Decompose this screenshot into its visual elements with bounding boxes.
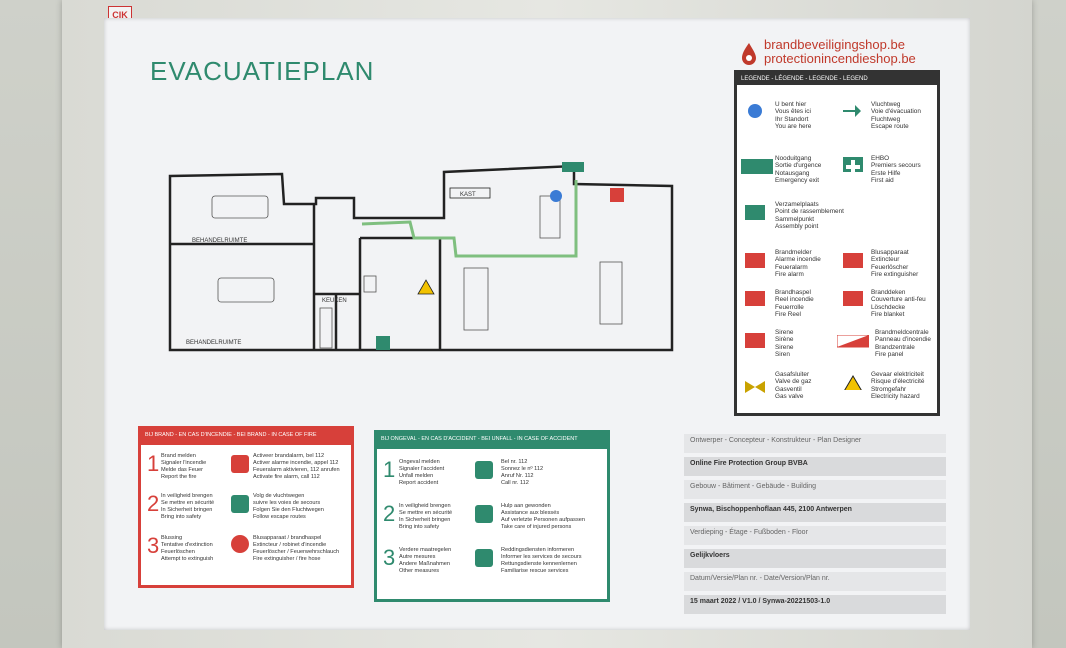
kitchen-counter: [319, 307, 333, 349]
brand-line-1: brandbeveiligingshop.be: [764, 37, 905, 52]
escape-route-arrow-icon: [843, 105, 861, 117]
info-building-value: Synwa, Bischoppenhoflaan 445, 2100 Antwe…: [684, 503, 946, 522]
fire-step-1-text: Brand melden Signaler l'incendie Melde d…: [161, 453, 207, 480]
fire-step-3-action: Blusapparaat / brandhaspel Extincteur / …: [253, 535, 340, 562]
emergency-exit-icon: [741, 159, 773, 174]
fire-blanket-icon: [843, 291, 863, 306]
plan-extinguisher-sign: [610, 188, 624, 202]
fire-step-3-text: Blussing Tentative d'extinction Feuerlös…: [161, 535, 214, 562]
assembly-point-icon: [745, 205, 765, 220]
legend-text-12: Gevaar elektriciteit Risque d'électricit…: [871, 371, 925, 401]
accident-step-1-action: Bel nr. 112 Sonnez le nº 112 Anruf Nr. 1…: [501, 459, 544, 486]
room-label-1: BEHANDELRUIMTE: [192, 238, 247, 244]
legend-text-3: EHBO Premiers secours Erste Hilfe First …: [871, 155, 921, 185]
info-floor-value: Gelijkvloers: [684, 549, 946, 568]
table-1: [463, 267, 489, 331]
legend-text-4: Verzamelplaats Point de rassemblement Sa…: [775, 201, 844, 231]
info-date-label: Datum/Versie/Plan nr. - Date/Version/Pla…: [684, 572, 946, 591]
accident-step-3-action: Reddingsdiensten informeren Informer les…: [501, 547, 582, 574]
fire-step-2-text: In veiligheid brengen Se mettre en sécur…: [161, 493, 215, 520]
fire-hose-reel-icon: [745, 291, 765, 306]
info-floor-label: Verdieping - Étage - Fußboden - Floor: [684, 526, 946, 545]
brand-line-2: protectionincendieshop.be: [764, 51, 916, 66]
legend-text-11: Gasafsluiter Valve de gaz Gasventil Gas …: [775, 371, 812, 401]
info-building-label: Gebouw - Bâtiment - Gebäude - Building: [684, 480, 946, 499]
plan-kast-box: [449, 187, 491, 199]
fire-step-3-number: 3: [147, 533, 160, 558]
plan-first-aid-sign: [376, 336, 390, 350]
fire-alarm-icon: [745, 253, 765, 268]
escape-route-icon: [231, 495, 249, 513]
legend-text-0: U bent hier Vous êtes ici Ihr Standort Y…: [775, 101, 812, 131]
legend-text-7: Brandhaspel Reel incendie Feuerrolle Fir…: [775, 289, 814, 319]
accident-step-1-number: 1: [383, 457, 396, 482]
table-2: [599, 261, 623, 325]
plan-electricity-hazard-sign: [417, 279, 435, 295]
plan-outer-wall: [168, 164, 674, 352]
fire-step-1-action: Activeer brandalarm, bel 112 Activer ala…: [253, 453, 340, 480]
accident-step-2-number: 2: [383, 501, 396, 526]
rescue-services-icon: [475, 549, 493, 567]
floor-plan: BEHANDELRUIMTE BEHANDELRUIMTE KEUKEN KAS…: [164, 158, 684, 358]
room-label-kast: KAST: [460, 192, 476, 198]
fire-step-2-action: Volg de vluchtwegen suivre les voies de …: [253, 493, 324, 520]
escape-route-line: [361, 180, 578, 258]
fire-step-1-number: 1: [147, 451, 160, 476]
accident-step-2-text: In veiligheid brengen Se mettre en sécur…: [399, 503, 453, 530]
legend-text-6: Blusapparaat Extincteur Feuerlöscher Fir…: [871, 249, 919, 279]
legend-text-9: Sirene Sirène Sirene Siren: [775, 329, 794, 359]
legend-text-8: Branddeken Couverture anti-feu Löschdeck…: [871, 289, 926, 319]
info-date-value: 15 maart 2022 / V1.0 / Synwa-20221503-1.…: [684, 595, 946, 614]
you-are-here-icon: [748, 104, 762, 118]
treatment-bed-1: [211, 195, 269, 219]
legend-text-1: Vluchtweg Voie d'évacuation Fluchtweg Es…: [871, 101, 921, 131]
accident-step-3-number: 3: [383, 545, 396, 570]
phone-icon: [475, 461, 493, 479]
evacuation-plan-poster: EVACUATIEPLAN brandbeveiligingshop.be pr…: [104, 18, 970, 630]
legend-text-10: Brandmeldcentrale Panneau d'incendie Bra…: [875, 329, 931, 359]
accident-step-3-text: Verdere maatregelen Autre mesures Andere…: [399, 547, 452, 574]
first-aid-icon: [843, 157, 863, 172]
accident-panel-header: BIJ ONGEVAL - EN CAS D'ACCIDENT - BEI UN…: [377, 433, 607, 449]
legend-text-5: Brandmelder Alarme incendie Feueralarm F…: [775, 249, 821, 279]
info-designer-value: Online Fire Protection Group BVBA: [684, 457, 946, 476]
accident-step-1-text: Ongeval melden Signaler l'accident Unfal…: [399, 459, 445, 486]
gas-valve-icon: [745, 381, 765, 393]
accident-step-2-action: Hulp aan gewonden Assistance aux blessés…: [501, 503, 585, 530]
plan-info-table: Ontwerper - Concepteur - Konstrukteur - …: [684, 434, 946, 618]
floor-plan-drawing: BEHANDELRUIMTE BEHANDELRUIMTE KEUKEN KAS…: [168, 162, 674, 352]
brand-name: brandbeveiligingshop.be protectionincend…: [764, 38, 916, 66]
sink: [363, 275, 377, 293]
fire-instructions-panel: BIJ BRAND - EN CAS D'INCENDIE - BEI BRAN…: [138, 426, 354, 588]
fire-extinguisher-icon: [843, 253, 863, 268]
fire-extinguisher-icon: [231, 535, 249, 553]
legend-text-2: Nooduitgang Sortie d'urgence Notausgang …: [775, 155, 822, 185]
accident-instructions-panel: BIJ ONGEVAL - EN CAS D'ACCIDENT - BEI UN…: [374, 430, 610, 602]
treatment-bed-2: [217, 277, 275, 303]
fire-panel-icon: [837, 335, 869, 348]
room-label-2: BEHANDELRUIMTE: [186, 340, 241, 346]
fire-step-2-number: 2: [147, 491, 160, 516]
info-designer-label: Ontwerper - Concepteur - Konstrukteur - …: [684, 434, 946, 453]
room-label-kitchen: KEUKEN: [322, 298, 347, 304]
fire-alarm-icon: [231, 455, 249, 473]
siren-icon: [745, 333, 765, 348]
fire-panel-header: BIJ BRAND - EN CAS D'INCENDIE - BEI BRAN…: [141, 429, 351, 445]
brand-flame-icon: [742, 43, 756, 65]
poster-title: EVACUATIEPLAN: [150, 56, 375, 86]
plan-exit-sign: [562, 162, 584, 172]
you-are-here-marker: [550, 190, 562, 202]
desk-1: [539, 195, 561, 239]
legend-box: LEGENDE - LÉGENDE - LEGENDE - LEGEND U b…: [734, 70, 940, 416]
first-aid-icon: [475, 505, 493, 523]
legend-header: LEGENDE - LÉGENDE - LEGENDE - LEGEND: [737, 73, 937, 85]
electricity-hazard-icon: [844, 375, 862, 390]
